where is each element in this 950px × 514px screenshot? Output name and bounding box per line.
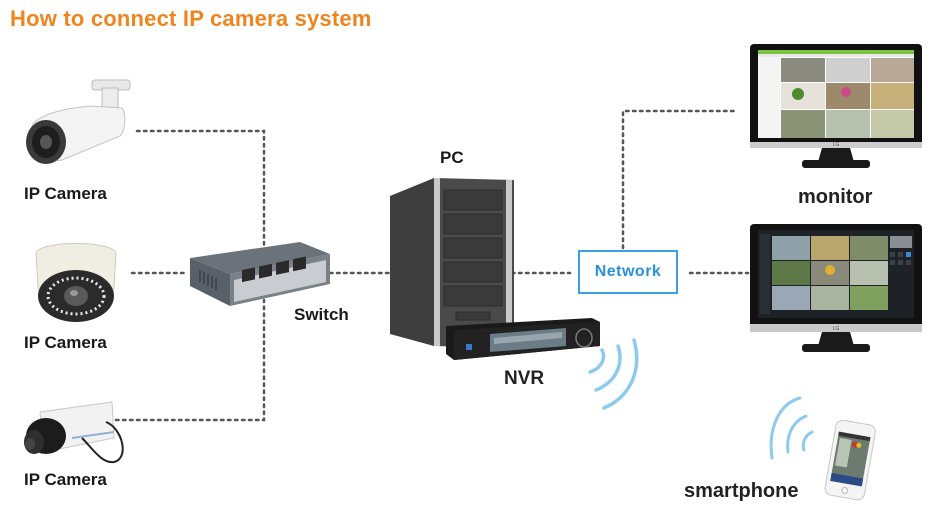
connector-network-monitor-top [621, 109, 739, 250]
network-node: Network [578, 250, 678, 294]
network-label: Network [594, 263, 662, 280]
pc-tower-icon [390, 178, 514, 348]
camera-dome-label: IP Camera [24, 333, 107, 352]
monitor-icon-top: LG [750, 44, 922, 168]
monitor-label: monitor [798, 186, 873, 208]
dome-camera-icon [35, 243, 117, 322]
connector-bullet-camera-switch [135, 129, 266, 260]
nvr-recorder-icon [446, 318, 600, 360]
camera-bullet-label: IP Camera [24, 184, 107, 203]
smartphone-label: smartphone [684, 480, 799, 502]
nvr-label: NVR [504, 368, 545, 389]
camera-box-label: IP Camera [24, 470, 107, 489]
smartphone-icon [824, 420, 876, 501]
svg-text:LG: LG [833, 142, 840, 148]
wireless-signal-icon-phone [769, 396, 814, 460]
switch-label: Switch [294, 305, 349, 324]
monitor-icon-bottom: LG [750, 224, 922, 352]
bullet-camera-icon [26, 79, 131, 164]
network-switch-icon [190, 242, 330, 306]
pc-label: PC [440, 148, 464, 167]
diagram-title: How to connect IP camera system [10, 6, 372, 31]
connector-box-camera-switch [114, 298, 266, 422]
wireless-signal-icon-nvr [588, 338, 639, 410]
svg-text:LG: LG [833, 326, 840, 332]
box-camera-icon [24, 401, 124, 464]
